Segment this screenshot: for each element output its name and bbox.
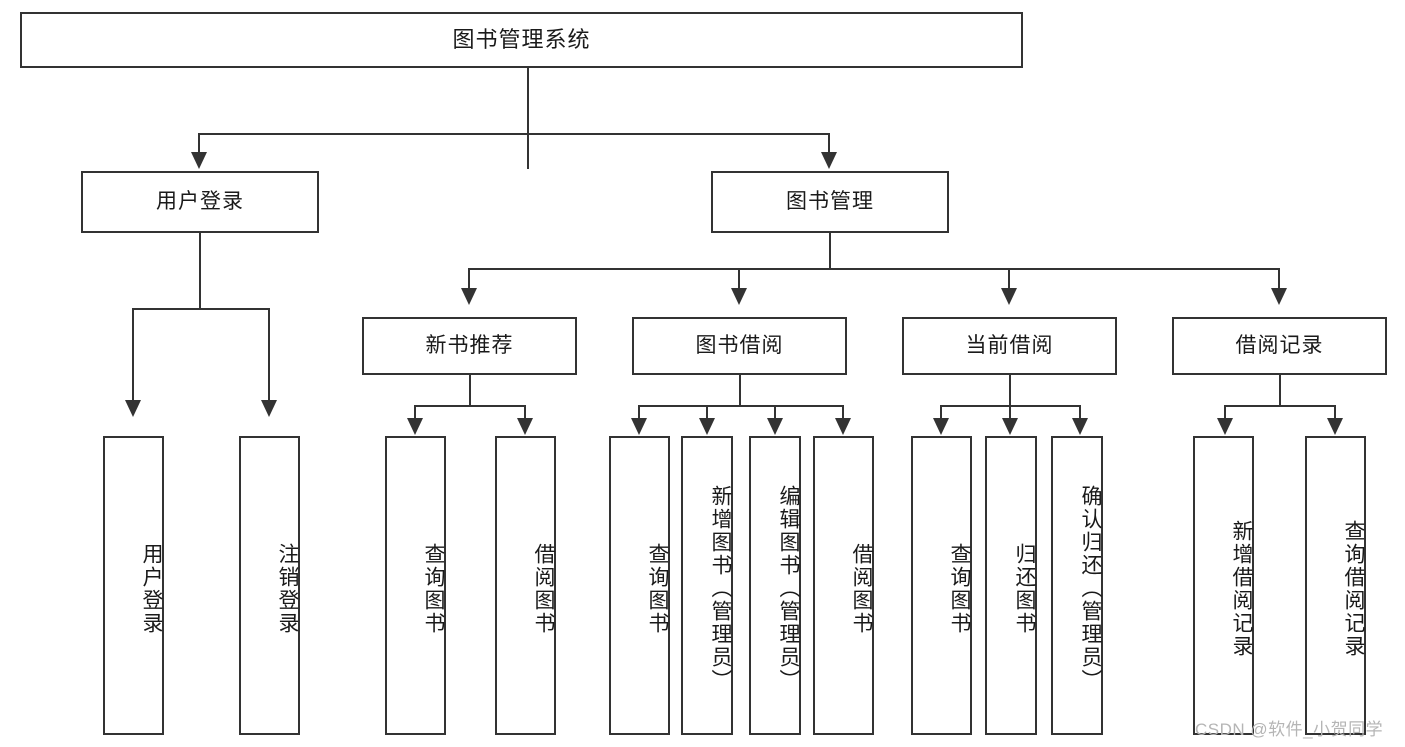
edge-new-book-rec-bar	[414, 405, 526, 407]
edge-user-login-bar	[132, 308, 270, 310]
node-leaf-borrow-book-2[interactable]: 借阅图书	[813, 436, 874, 735]
edge-current-borrow-to-leaf-1	[940, 405, 942, 423]
edge-user-login-to-leaf-2	[268, 308, 270, 406]
arrowhead-to-leaf-logout	[261, 400, 277, 417]
edge-book-manage-to-new-book-rec	[468, 268, 470, 294]
node-leaf-query-record[interactable]: 查询借阅记录	[1305, 436, 1366, 735]
edge-root-bar	[198, 133, 830, 135]
node-label: 编辑图书（管理员）	[777, 485, 800, 692]
edge-current-borrow-to-leaf-2	[1009, 405, 1011, 423]
arrowhead-to-leaf-add-record	[1217, 418, 1233, 435]
edge-new-book-rec-stem	[469, 375, 471, 407]
node-label: 注销登录	[276, 542, 299, 635]
edge-new-book-rec-to-leaf-1	[414, 405, 416, 423]
node-leaf-logout[interactable]: 注销登录	[239, 436, 300, 735]
node-label: 查询借阅记录	[1342, 519, 1365, 658]
node-label: 新增借阅记录	[1230, 519, 1253, 658]
edge-borrow-record-to-leaf-2	[1334, 405, 1336, 423]
arrowhead-to-leaf-add-book	[699, 418, 715, 435]
node-label: 归还图书	[1013, 542, 1036, 635]
edge-borrow-record-stem	[1279, 375, 1281, 407]
edge-book-borrow-to-leaf-3	[774, 405, 776, 423]
node-leaf-query-book-2[interactable]: 查询图书	[609, 436, 670, 735]
edge-book-borrow-stem	[739, 375, 741, 407]
arrowhead-to-book-borrow	[731, 288, 747, 305]
arrowhead-to-leaf-user-login	[125, 400, 141, 417]
node-label: 确认归还（管理员）	[1079, 485, 1102, 692]
node-borrow-record[interactable]: 借阅记录	[1172, 317, 1387, 375]
node-leaf-return-book[interactable]: 归还图书	[985, 436, 1037, 735]
arrowhead-to-leaf-query-record	[1327, 418, 1343, 435]
node-leaf-add-book-admin[interactable]: 新增图书（管理员）	[681, 436, 733, 735]
arrowhead-to-book-manage	[821, 152, 837, 169]
node-leaf-edit-book-admin[interactable]: 编辑图书（管理员）	[749, 436, 801, 735]
edge-current-borrow-to-leaf-3	[1079, 405, 1081, 423]
node-current-borrow[interactable]: 当前借阅	[902, 317, 1117, 375]
node-root-library-system[interactable]: 图书管理系统	[20, 12, 1023, 68]
arrowhead-to-new-book-rec	[461, 288, 477, 305]
node-leaf-query-book-1[interactable]: 查询图书	[385, 436, 446, 735]
node-leaf-query-book-3[interactable]: 查询图书	[911, 436, 972, 735]
arrowhead-to-leaf-query-book-2	[631, 418, 647, 435]
node-label: 图书管理系统	[452, 26, 591, 52]
node-label: 查询图书	[422, 542, 445, 635]
node-label: 借阅图书	[532, 542, 555, 635]
node-label: 查询图书	[948, 542, 971, 635]
arrowhead-to-borrow-record	[1271, 288, 1287, 305]
arrowhead-to-user-login	[191, 152, 207, 169]
edge-book-borrow-to-leaf-2	[706, 405, 708, 423]
edge-borrow-record-to-leaf-1	[1224, 405, 1226, 423]
edge-root-to-user-login	[198, 133, 200, 158]
node-leaf-user-login[interactable]: 用户登录	[103, 436, 164, 735]
node-label: 图书管理	[786, 190, 874, 214]
edge-current-borrow-stem	[1009, 375, 1011, 407]
edge-book-manage-stem	[829, 233, 831, 270]
edge-user-login-stem	[199, 233, 201, 310]
arrowhead-to-leaf-return-book	[1002, 418, 1018, 435]
arrowhead-to-leaf-edit-book	[767, 418, 783, 435]
arrowhead-to-leaf-query-book-1	[407, 418, 423, 435]
arrowhead-to-leaf-borrow-book-2	[835, 418, 851, 435]
node-book-manage[interactable]: 图书管理	[711, 171, 949, 233]
node-user-login[interactable]: 用户登录	[81, 171, 319, 233]
node-label: 新书推荐	[425, 334, 514, 358]
arrowhead-to-leaf-borrow-book-1	[517, 418, 533, 435]
edge-book-manage-to-current-borrow	[1008, 268, 1010, 294]
csdn-watermark: CSDN @软件_小贺同学	[1195, 720, 1384, 739]
node-label: 借阅记录	[1235, 334, 1324, 358]
edge-new-book-rec-to-leaf-2	[524, 405, 526, 423]
node-leaf-borrow-book-1[interactable]: 借阅图书	[495, 436, 556, 735]
arrowhead-to-leaf-query-book-3	[933, 418, 949, 435]
node-leaf-add-record[interactable]: 新增借阅记录	[1193, 436, 1254, 735]
edge-book-borrow-to-leaf-4	[842, 405, 844, 423]
edge-book-manage-bar	[468, 268, 1280, 270]
node-book-borrow[interactable]: 图书借阅	[632, 317, 847, 375]
node-label: 图书借阅	[695, 334, 784, 358]
node-new-book-recommend[interactable]: 新书推荐	[362, 317, 577, 375]
edge-book-manage-to-borrow-record	[1278, 268, 1280, 294]
node-label: 查询图书	[646, 542, 669, 635]
node-label: 用户登录	[140, 542, 163, 635]
edge-root-stem	[527, 68, 529, 169]
edge-root-to-book-manage	[828, 133, 830, 158]
edge-borrow-record-bar	[1224, 405, 1336, 407]
edge-book-borrow-bar	[638, 405, 842, 407]
node-label: 新增图书（管理员）	[709, 485, 732, 692]
edge-book-borrow-to-leaf-1	[638, 405, 640, 423]
node-label: 用户登录	[156, 190, 244, 214]
arrowhead-to-leaf-confirm-return	[1072, 418, 1088, 435]
arrowhead-to-current-borrow	[1001, 288, 1017, 305]
node-label: 当前借阅	[965, 334, 1054, 358]
edge-book-manage-to-book-borrow	[738, 268, 740, 294]
edge-user-login-to-leaf-1	[132, 308, 134, 406]
node-label: 借阅图书	[850, 542, 873, 635]
node-leaf-confirm-return-admin[interactable]: 确认归还（管理员）	[1051, 436, 1103, 735]
